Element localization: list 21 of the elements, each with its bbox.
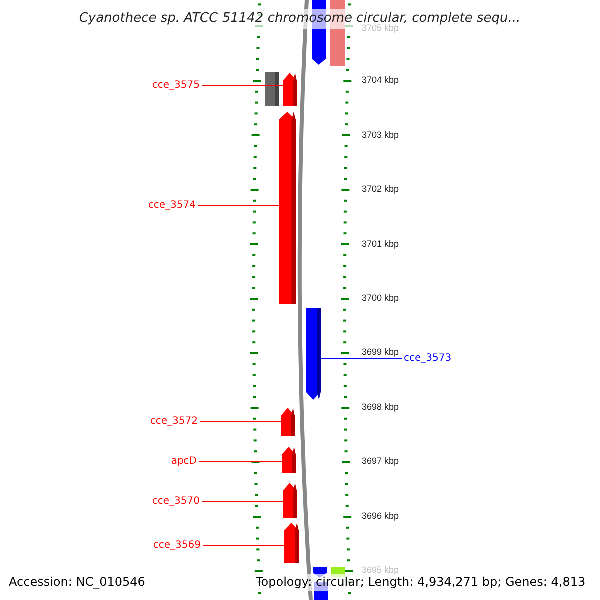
scale-label: 3698 kbp: [361, 402, 400, 413]
scale-label: 3704 kbp: [361, 75, 400, 86]
gene-label: cce_3575: [140, 79, 200, 93]
footer-text: Accession: NC_010546: [9, 574, 146, 591]
scale-label: 3699 kbp: [361, 347, 400, 358]
leader-line: [320, 358, 402, 360]
gene-label: cce_3573: [404, 352, 464, 366]
scale-label: 3696 kbp: [361, 511, 400, 522]
footer-text: Topology: circular; Length: 4,934,271 bp; Genes: 4,813: [256, 574, 586, 591]
gene-label: apcD: [137, 455, 197, 469]
scale-label: 3700 kbp: [361, 293, 400, 304]
scale-label: 3703 kbp: [361, 130, 400, 141]
gene-label: cce_3570: [140, 495, 200, 509]
scale-label: 3697 kbp: [361, 456, 400, 467]
scale-label: 3701 kbp: [361, 239, 400, 250]
gene-label: cce_3572: [138, 415, 198, 429]
gene-label: cce_3574: [136, 199, 196, 213]
scale-label: 3705 kbp: [362, 23, 400, 34]
scale-label: 3695 kbp: [361, 565, 400, 576]
scale-label: 3702 kbp: [361, 184, 400, 195]
gene-label: cce_3569: [141, 539, 201, 553]
